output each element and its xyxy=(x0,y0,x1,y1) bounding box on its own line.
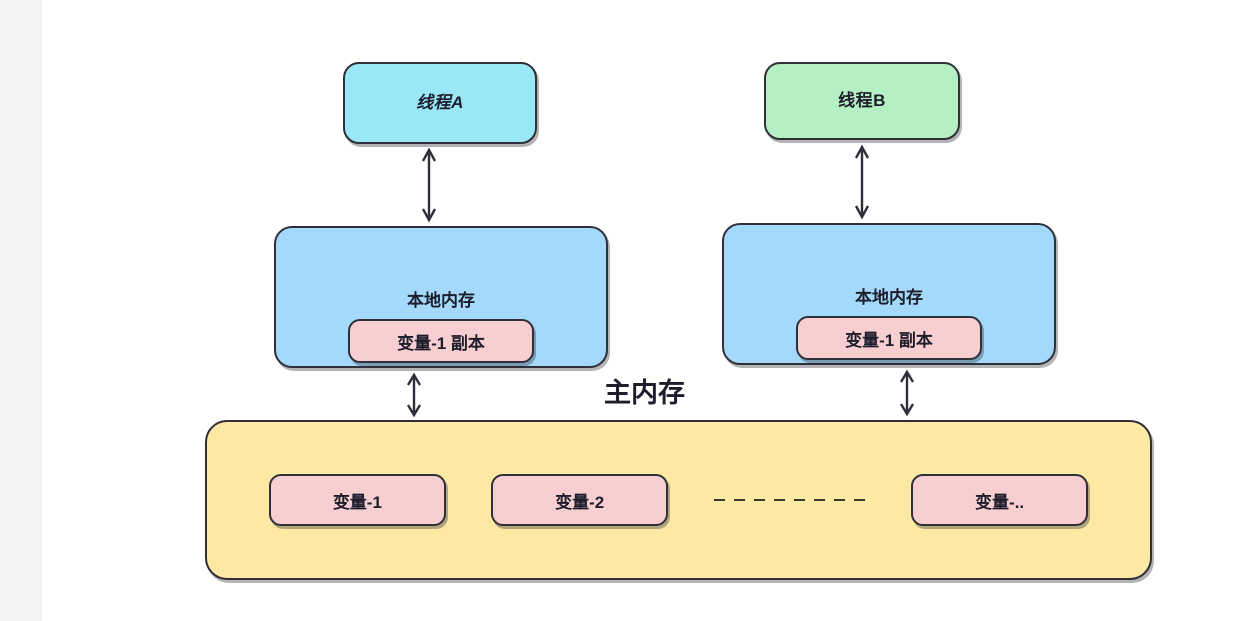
variable-chip-1: 变量-1 xyxy=(269,474,446,526)
variable-1-label: 变量-1 xyxy=(332,492,382,512)
arrow-local-memory-left-to-main-memory xyxy=(403,370,425,420)
main-memory-contents: 变量-1 变量-2 变量-.. xyxy=(207,422,1150,578)
variable-copy-chip-left: 变量-1 副本 xyxy=(348,319,534,363)
arrow-thread-a-to-local-memory xyxy=(418,144,440,226)
ellipsis-dashed-line xyxy=(713,499,866,501)
thread-a-box: 线程A xyxy=(343,62,537,144)
variable-chip-n: 变量-.. xyxy=(911,474,1088,526)
arrow-thread-b-to-local-memory xyxy=(851,141,873,223)
local-memory-right-title: 本地内存 xyxy=(855,288,923,307)
thread-b-box: 线程B xyxy=(764,62,960,140)
arrow-local-memory-right-to-main-memory xyxy=(896,367,918,419)
main-memory-title: 主内存 xyxy=(604,378,685,408)
variable-2-label: 变量-2 xyxy=(555,492,605,512)
left-gutter-strip xyxy=(0,0,42,621)
thread-b-label: 线程B xyxy=(838,90,886,110)
variable-copy-chip-right: 变量-1 副本 xyxy=(796,316,982,360)
thread-a-label: 线程A xyxy=(416,92,464,112)
variable-copy-right-label: 变量-1 副本 xyxy=(845,330,933,350)
main-memory-box: 变量-1 变量-2 变量-.. xyxy=(205,420,1152,580)
variable-n-label: 变量-.. xyxy=(975,492,1025,512)
variable-chip-2: 变量-2 xyxy=(491,474,669,526)
variable-copy-left-label: 变量-1 副本 xyxy=(397,333,485,353)
local-memory-left-box: 本地内存 变量-1 副本 xyxy=(274,226,608,368)
local-memory-left-title: 本地内存 xyxy=(407,291,475,310)
local-memory-right-box: 本地内存 变量-1 副本 xyxy=(722,223,1056,365)
